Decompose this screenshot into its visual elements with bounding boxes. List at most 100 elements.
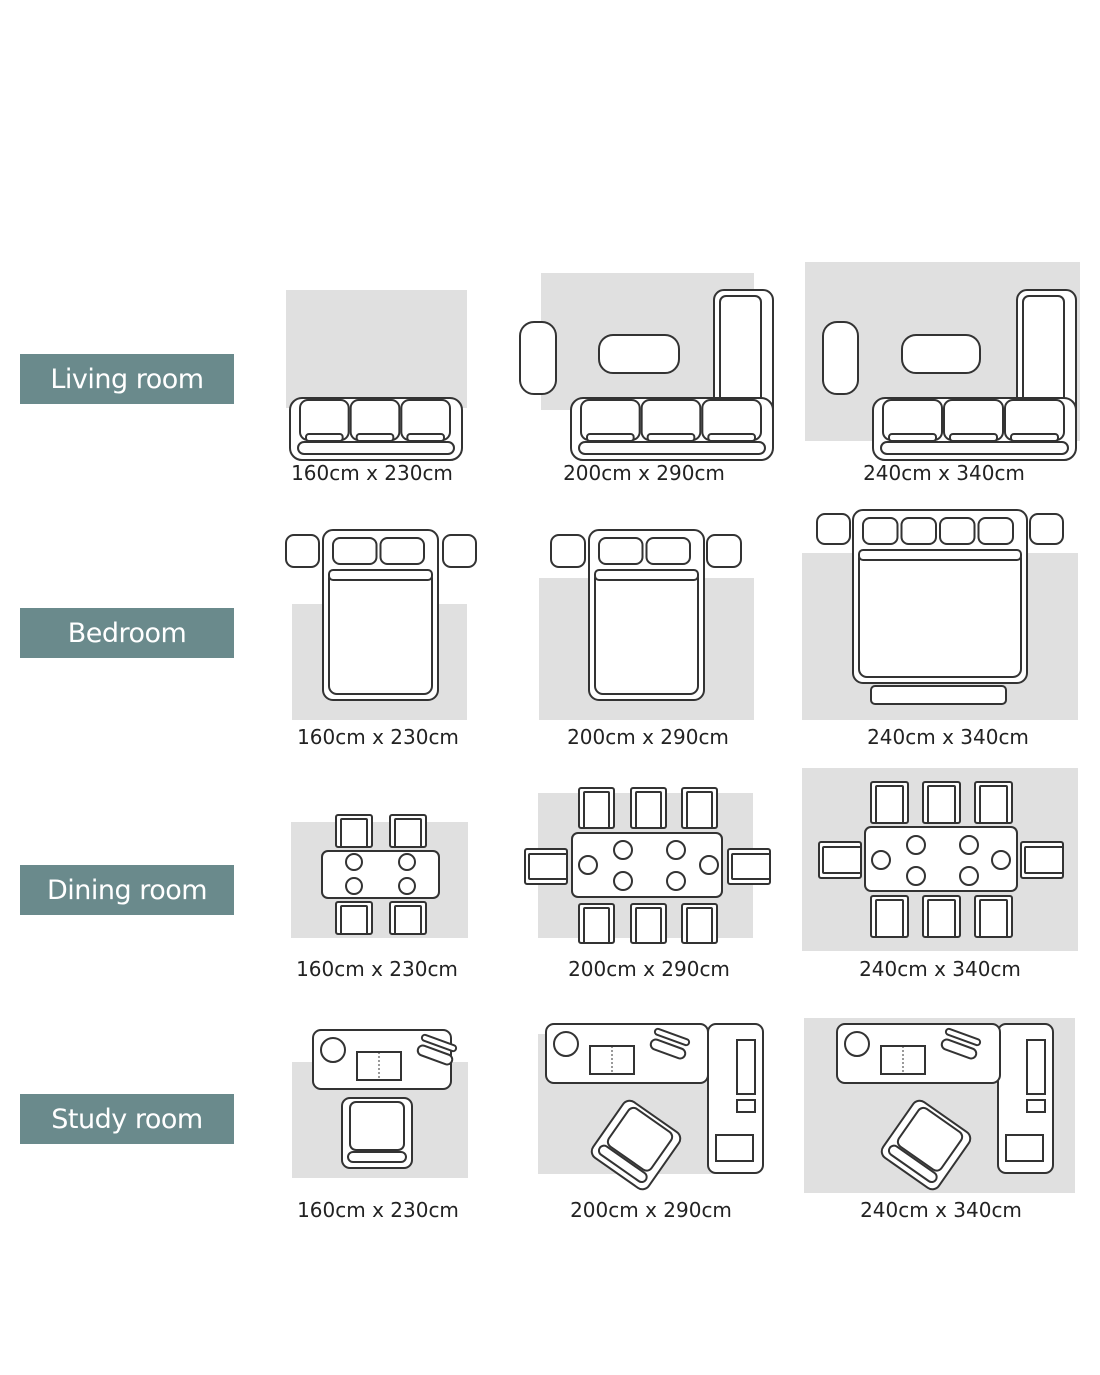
side-table [822,321,859,395]
chair-seat [1024,846,1064,874]
size-caption: 240cm x 340cm [863,461,1025,485]
size-caption: 160cm x 230cm [296,957,458,981]
sofa [289,397,463,461]
size-caption: 200cm x 290cm [567,725,729,749]
nightstand [442,534,477,568]
size-caption: 160cm x 230cm [291,461,453,485]
sofa-seat-edge [355,433,395,442]
chair-seat [394,818,422,848]
pillow [977,517,1014,545]
blanket-fold [594,569,699,581]
nightstand [285,534,320,568]
size-caption: 240cm x 340cm [860,1198,1022,1222]
mattress [328,569,433,695]
plate [578,855,598,875]
plate [613,840,633,860]
office-chair [590,1099,682,1191]
printer [715,1134,754,1162]
dining-chair [335,901,373,935]
plate [906,835,926,855]
dining-chair [1020,841,1064,879]
plate [666,840,686,860]
dining-table [864,826,1018,892]
dining-chair [727,848,771,885]
bed [322,529,439,701]
chair-seat [822,846,862,874]
sofa-seat-edge [646,433,696,442]
chair-seat [686,791,713,829]
size-caption: 240cm x 340cm [867,725,1029,749]
plate [959,835,979,855]
drawer [1026,1099,1046,1113]
dining-chair [335,814,373,848]
chair-seat [528,853,568,880]
chair-seat [583,791,610,829]
side-cabinet [707,1023,764,1174]
pen [944,1027,982,1047]
sofa-base [880,441,1069,455]
pen [653,1027,691,1047]
chair-seat [927,899,956,938]
bed [852,509,1028,684]
plate [666,871,686,891]
chair-seat [635,907,662,944]
dining-chair [922,781,961,824]
chair-seat [394,905,422,935]
bookshelf [736,1039,756,1095]
pillow [598,537,644,565]
pillow [900,517,937,545]
sofa-base [297,441,455,455]
plate [699,855,719,875]
desk [312,1029,458,1090]
chair-seat [340,818,368,848]
sofa-seat-edge [406,433,446,442]
blanket-fold [328,569,433,581]
label-dining-room: Dining room [20,865,234,915]
office-chair [880,1099,972,1191]
sofa-base [578,441,766,455]
lamp [844,1031,870,1057]
side-cabinet [997,1023,1054,1174]
chair-seat [583,907,610,944]
dining-chair [974,895,1013,938]
lamp [320,1037,346,1063]
plate [871,850,891,870]
size-caption: 200cm x 290cm [570,1198,732,1222]
plate [959,866,979,886]
chair-seat [606,1106,674,1172]
plate [398,853,416,871]
dining-chair [578,903,615,944]
coffee-table [901,334,981,374]
sofa [570,397,774,461]
sofa-seat-edge [707,433,756,442]
dining-chair [681,903,718,944]
chair-seat [979,899,1008,938]
chair-seat [686,907,713,944]
dining-chair [870,895,909,938]
desk [545,1023,709,1084]
nightstand [1029,513,1064,545]
sofa-seat-edge [305,433,344,442]
chair-seat [635,791,662,829]
dining-chair [630,903,667,944]
pen [416,1044,454,1066]
label-bedroom: Bedroom [20,608,234,658]
plate [906,866,926,886]
drawer [736,1099,756,1113]
side-table [519,321,557,395]
plate [991,850,1011,870]
plate [613,871,633,891]
bench [870,685,1007,705]
sofa-seat-edge [1010,433,1059,442]
dining-table [321,850,440,899]
plate [345,853,363,871]
label-study-room: Study room [20,1094,234,1144]
sofa-seat-edge [949,433,998,442]
size-caption: 160cm x 230cm [297,1198,459,1222]
bed [588,529,705,701]
chair-armrest [597,1144,648,1184]
chair-seat [340,905,368,935]
chair-seat [927,785,956,824]
